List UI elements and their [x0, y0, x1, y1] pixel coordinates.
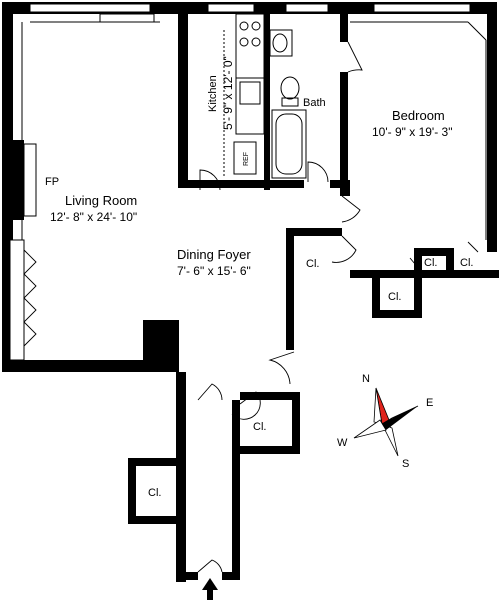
living-room-name: Living Room — [65, 193, 137, 208]
dining-foyer-dims: 7'- 6" x 15'- 6" — [177, 264, 251, 278]
compass-s: S — [402, 458, 409, 470]
labels: Living Room 12'- 8" x 24'- 10" FP Kitche… — [45, 56, 473, 499]
closet-label: Cl. — [388, 291, 401, 303]
closet-label: Cl. — [460, 257, 473, 269]
kitchen-dims: 5'- 9" x 12'- 0" — [221, 56, 235, 130]
kitchen-name: Kitchen — [207, 75, 219, 112]
walls — [2, 2, 499, 582]
bath-name: Bath — [303, 97, 326, 109]
closet-label: Cl. — [306, 258, 319, 270]
fireplace-label: FP — [45, 176, 59, 188]
compass-w: W — [337, 437, 348, 449]
compass-n: N — [362, 373, 370, 385]
compass-rose-icon: N E S W — [337, 373, 433, 470]
bedroom-dims: 10'- 9" x 19'- 3" — [372, 125, 452, 139]
closet-label: Cl. — [253, 421, 266, 433]
dining-foyer-name: Dining Foyer — [177, 247, 251, 262]
compass-e: E — [426, 397, 433, 409]
closet-label: Cl. — [424, 257, 437, 269]
closet-label: Cl. — [148, 487, 161, 499]
fridge-label: REF — [243, 152, 250, 166]
fixtures — [9, 3, 487, 361]
living-room-dims: 12'- 8" x 24'- 10" — [50, 210, 137, 224]
doors — [23, 41, 479, 573]
bedroom-name: Bedroom — [392, 108, 445, 123]
entry-arrow-icon — [202, 578, 218, 600]
